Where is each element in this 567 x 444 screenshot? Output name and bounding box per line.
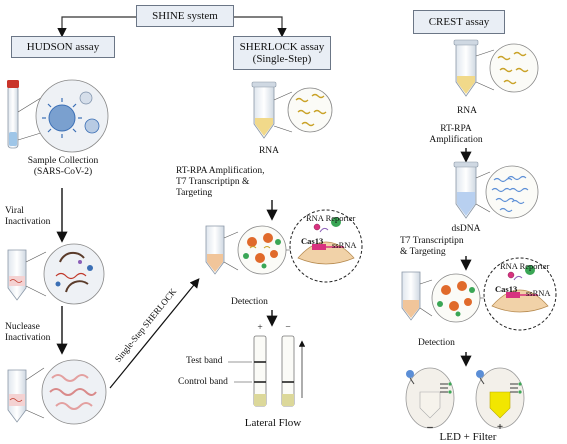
crest-step2-line2: & Targeting <box>400 247 446 257</box>
crest-rna-zoom-icon <box>489 43 539 93</box>
crest-cas13-label: Cas13 <box>495 284 518 294</box>
viral-inactivation-label: Viral Inactivation <box>5 206 50 228</box>
tree-connectors <box>57 16 287 38</box>
crest-reaction-zoom-icon <box>431 273 481 323</box>
sample-collection-line2: (SARS-CoV-2) <box>33 167 93 177</box>
strip-plus-label: + <box>257 323 263 333</box>
hudson-assay-box: HUDSON assay <box>11 36 115 58</box>
led-positive-sign: + <box>496 421 504 433</box>
sherlock-step-line3: Targeting <box>176 188 213 198</box>
test-band-label: Test band <box>186 356 223 366</box>
sherlock-rna-label: RNA <box>258 146 280 156</box>
crest-assay-box: CREST assay <box>413 10 505 34</box>
strip-minus-label: − <box>285 323 291 333</box>
led-negative-sign: – <box>427 421 433 433</box>
sample-collection-line1: Sample Collection <box>27 156 99 166</box>
sherlock-rna-tube-icon <box>251 81 277 139</box>
led-negative-tube-icon <box>405 367 455 429</box>
viral-inactivation-line2: Inactivation <box>5 217 51 227</box>
sherlock-cas13-label: Cas13 <box>301 236 324 246</box>
swab-tube-icon <box>7 80 19 149</box>
crest-rna-label: RNA <box>456 106 478 116</box>
sherlock-reaction-tube-icon <box>205 225 225 275</box>
crest-step2-label: T7 Transcriptipn & Targeting <box>400 236 464 258</box>
led-filter-label: LED + Filter <box>439 431 497 443</box>
lateral-flow-label: Lateral Flow <box>244 417 302 429</box>
crest-reaction-tube-icon <box>401 271 421 321</box>
sherlock-detection-label: Detection <box>231 297 268 307</box>
led-positive-tube-icon <box>475 367 525 429</box>
sherlock-title-line2: (Single-Step) <box>252 53 312 65</box>
crest-cas13-zoom-icon <box>483 257 557 331</box>
lysed-virus-zoom-icon <box>43 243 105 305</box>
sherlock-rna-reporter-label: RNA Reporter <box>306 213 356 223</box>
sample-collection-label: Sample Collection (SARS-CoV-2) <box>8 156 118 178</box>
sherlock-cas13-zoom-icon <box>289 209 363 283</box>
nuclease-inactivation-label: Nuclease Inactivation <box>5 322 50 344</box>
sherlock-step-line1: RT-RPA Amplification, <box>176 166 265 176</box>
crest-rna-reporter-label: RNA Reporter <box>500 261 550 271</box>
control-band-label: Control band <box>178 377 228 387</box>
nuclease-inactivation-line2: Inactivation <box>5 333 51 343</box>
lateral-flow-strip-positive <box>253 335 267 407</box>
nuclease-inactivation-line1: Nuclease <box>5 322 40 332</box>
crest-step2-line1: T7 Transcriptipn <box>400 236 464 246</box>
sherlock-rna-zoom-icon <box>287 87 333 133</box>
sherlock-assay-box: SHERLOCK assay (Single-Step) <box>233 36 331 70</box>
single-step-connector <box>109 278 200 389</box>
crest-rna-tube-icon <box>453 39 479 97</box>
crest-dsdna-tube-icon <box>453 161 479 219</box>
sherlock-step-label: RT-RPA Amplification, T7 Transcriptipn &… <box>176 166 264 199</box>
crest-step1-label: RT-RPA Amplification <box>416 124 496 146</box>
shine-system-box: SHINE system <box>136 5 234 27</box>
crest-detection-label: Detection <box>418 338 455 348</box>
crest-step1-line1: RT-RPA <box>440 124 472 134</box>
zoom-lines <box>17 95 45 141</box>
viral-inactivation-line1: Viral <box>5 206 24 216</box>
nuclease-inactivation-tube-icon <box>7 369 27 423</box>
dsdna-label: dsDNA <box>451 224 481 234</box>
sherlock-step-line2: T7 Transcriptipn & <box>176 177 250 187</box>
lateral-flow-strip-negative <box>281 335 295 407</box>
rna-fragments-zoom-icon <box>41 359 107 425</box>
sherlock-reaction-zoom-icon <box>237 225 287 275</box>
sherlock-title-line1: SHERLOCK assay <box>239 41 325 53</box>
virus-zoom-icon <box>35 79 109 153</box>
crest-dsdna-zoom-icon <box>485 165 539 219</box>
sherlock-ssrna-label: ssRNA <box>332 240 357 250</box>
crest-step1-line2: Amplification <box>429 135 483 145</box>
crest-ssrna-label: ssRNA <box>526 288 551 298</box>
viral-inactivation-tube-icon <box>7 249 27 301</box>
